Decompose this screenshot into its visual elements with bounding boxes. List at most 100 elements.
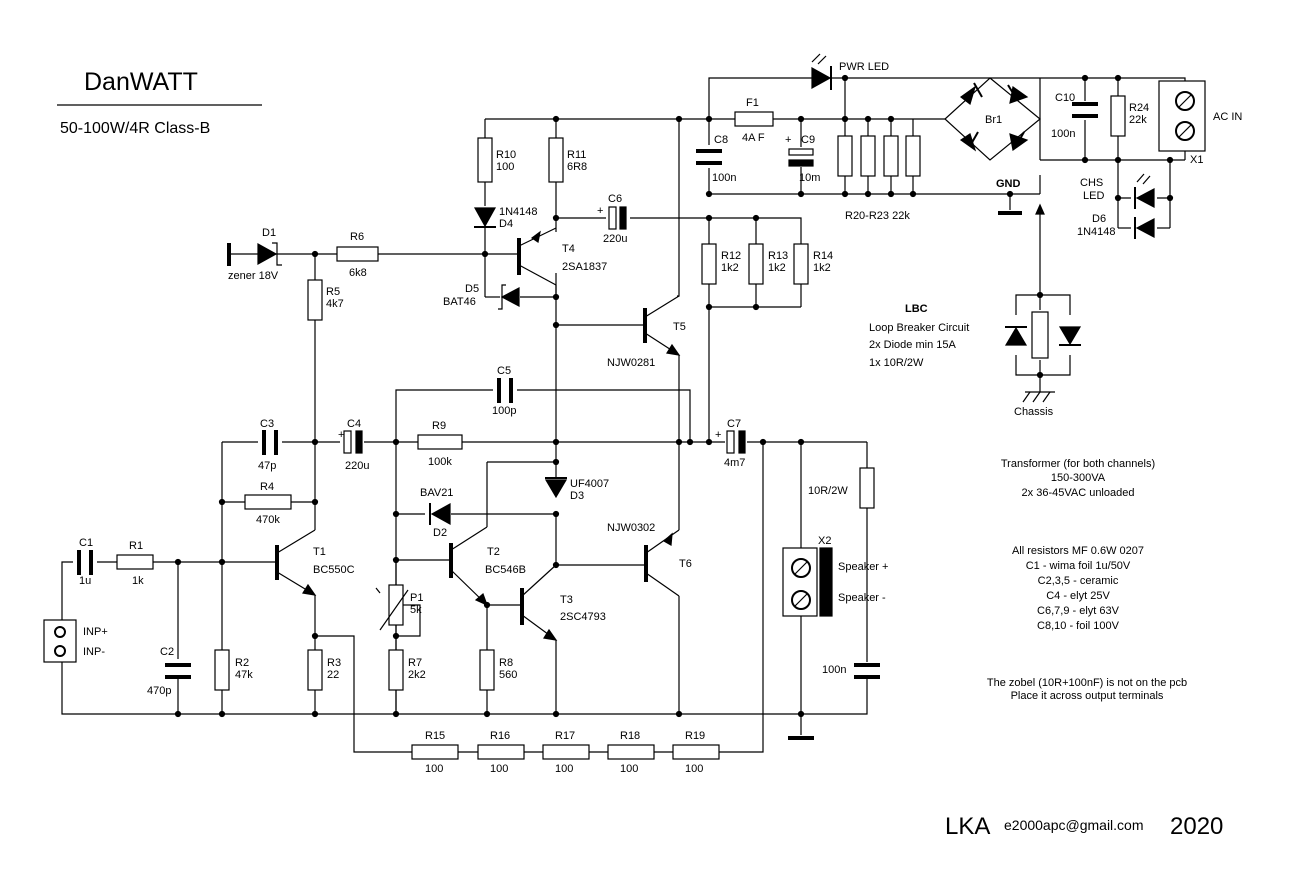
zobel-c-label: 100n [822,664,846,676]
c4-plus: + [338,429,344,441]
r3-value: 22 [327,669,339,681]
capacitor-c9 [788,148,814,167]
fuse-f1 [734,111,774,127]
resistor-r14 [793,243,809,285]
d3-ref: D3 [570,490,584,502]
diode-d2 [429,502,451,526]
transistor-t3 [520,588,558,641]
lbc-line-1: Loop Breaker Circuit [869,322,969,334]
t5-ref: T5 [673,321,686,333]
r11-ref: R11 [567,149,586,161]
ac-in-connector [1158,80,1206,152]
ac-in-label: AC IN [1213,111,1242,123]
c3-ref: C3 [260,418,274,430]
c6-value: 220u [603,233,627,245]
resistor-r2 [214,649,230,691]
gnd-arrow [1035,203,1045,215]
resistor-r23 [905,135,921,177]
resistor-r7 [388,649,404,691]
c8-value: 100n [712,172,736,184]
t1-ref: T1 [313,546,326,558]
r9-ref: R9 [432,420,446,432]
zobel-capacitor [854,663,880,679]
t1-type: BC550C [313,564,355,576]
c7-ref: C7 [727,418,741,430]
r19-value: 100 [685,763,703,775]
c4-ref: C4 [347,418,361,430]
r8-value: 560 [499,669,517,681]
junction-dots [174,74,1174,718]
zobel-note-2: Place it across output terminals [1011,690,1164,702]
resistor-r1 [116,554,154,570]
resistor-r4 [244,494,292,510]
footer-email: e2000apc@gmail.com [1004,817,1144,833]
resistor-r20 [837,135,853,177]
capacitor-c7 [726,430,746,454]
resistor-r6 [336,246,379,262]
r6-ref: R6 [350,231,364,243]
resistor-r22 [883,135,899,177]
transistor-t1 [275,545,317,596]
lbc-line-3: 1x 10R/2W [869,357,924,369]
capacitor-c4 [343,430,363,454]
c4-value: 220u [345,460,369,472]
x2-label: X2 [818,535,831,547]
chs-led [1134,173,1155,209]
c10-value: 100n [1051,128,1075,140]
zobel-note-1: The zobel (10R+100nF) is not on the pcb [987,677,1187,689]
speaker-plus-label: Speaker + [838,561,888,573]
r12-value: 1k2 [721,262,739,274]
zobel-r-label: 10R/2W [808,485,848,497]
t2-ref: T2 [487,546,500,558]
diode-d3 [544,477,568,499]
transistor-t5 [643,308,681,356]
c6-ref: C6 [608,193,622,205]
r24-value: 22k [1129,114,1147,126]
c1-ref: C1 [79,537,93,549]
r12-ref: R12 [721,250,741,262]
transistor-t6 [644,532,673,582]
potentiometer-p1 [375,584,412,631]
resistor-r10 [477,137,493,183]
r18-value: 100 [620,763,638,775]
r24-ref: R24 [1129,102,1149,114]
resistor-r5 [307,279,323,321]
c9-plus: + [785,134,791,146]
d5-ref: D5 [465,283,479,295]
r2-value: 47k [235,669,253,681]
r13-value: 1k2 [768,262,786,274]
resistor-r16 [477,744,525,760]
resistor-r19 [672,744,720,760]
resistor-r8 [479,649,495,691]
t3-type: 2SC4793 [560,611,606,623]
c5-value: 100p [492,405,516,417]
title: DanWATT [84,68,198,96]
r17-ref: R17 [555,730,575,742]
chs-led-label-1: CHS [1080,177,1103,189]
transistor-t2 [449,543,489,607]
d1-ref: D1 [262,227,276,239]
c9-ref: C9 [801,134,815,146]
f1-ref: F1 [746,97,759,109]
capacitor-c5 [497,378,513,403]
footer-year: 2020 [1170,813,1223,840]
parts-note-4: C4 - elyt 25V [1046,590,1110,602]
capacitor-c2 [165,663,191,679]
input-connector [43,619,77,663]
speaker-connector [782,547,833,617]
r14-value: 1k2 [813,262,831,274]
r10-ref: R10 [496,149,516,161]
t4-type: 2SA1837 [562,261,607,273]
resistor-r21 [860,135,876,177]
resistor-r13 [748,243,764,285]
parts-note-2: C1 - wima foil 1u/50V [1026,560,1131,572]
r4-ref: R4 [260,481,274,493]
capacitor-c10 [1072,102,1098,118]
inp-minus-label: INP- [83,646,105,658]
r7-ref: R7 [408,657,422,669]
d5-type: BAT46 [443,296,476,308]
r1-ref: R1 [129,540,143,552]
zener-diode-d1 [227,242,282,266]
f1-value: 4A F [742,132,765,144]
